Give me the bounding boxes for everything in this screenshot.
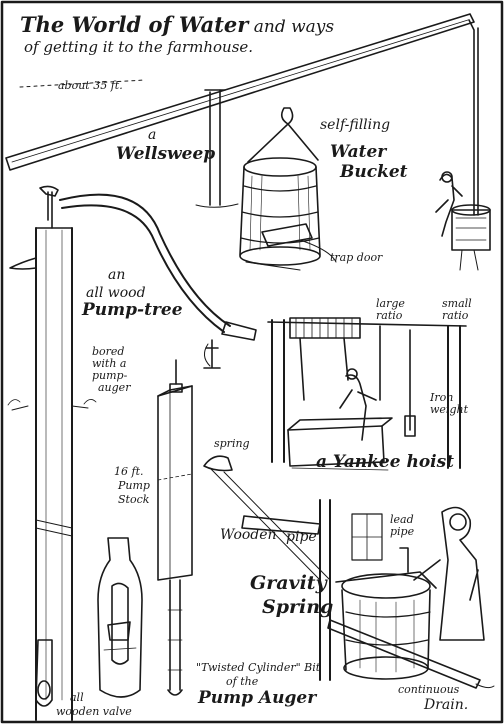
bored-line-2: with a — [92, 357, 127, 370]
wooden-label: Wooden — [220, 527, 277, 543]
stock-line-1: 16 ft. — [114, 465, 144, 478]
valve-line-1: all — [70, 691, 84, 704]
pump-auger-label: Pump Auger — [198, 688, 317, 708]
spring-small-label: spring — [214, 437, 250, 450]
bucket-label: Bucket — [340, 162, 408, 182]
all-wood-label: all wood — [86, 285, 146, 301]
pump-tree-drawing — [7, 185, 257, 721]
bored-line-1: bored — [92, 345, 125, 358]
water-bucket-drawing — [239, 107, 337, 271]
pipe-label: pipe — [286, 529, 317, 545]
drain-label: Drain. — [424, 697, 469, 713]
valve-line-2: wooden valve — [56, 705, 132, 718]
lead-pipe-2: pipe — [390, 525, 415, 538]
small-ratio-1: small — [442, 297, 472, 310]
twisted-bit-label: "Twisted Cylinder" Bit — [196, 661, 321, 674]
distance-label: about 35 ft. — [58, 79, 123, 92]
title-line-1: The World of Water and ways — [20, 12, 335, 37]
continuous-label: continuous — [398, 683, 460, 696]
yankee-hoist-drawing — [267, 317, 467, 471]
pump-tree-an: an — [108, 267, 126, 283]
bored-line-4: auger — [98, 381, 131, 394]
gravity-spring-drawing — [203, 455, 495, 689]
self-filling-label: self-filling — [320, 117, 391, 133]
twisted-cylinder-bit-drawing — [97, 537, 143, 698]
wellsweep-label: Wellsweep — [116, 144, 216, 164]
water-label: Water — [330, 142, 387, 162]
pump-auger-drawing — [157, 339, 221, 696]
iron-weight-2: weight — [430, 403, 468, 416]
large-ratio-2: ratio — [376, 309, 403, 322]
stock-line-2: Pump — [118, 479, 150, 492]
small-ratio-2: ratio — [442, 309, 469, 322]
of-the-label: of the — [226, 675, 259, 688]
stock-line-3: Stock — [118, 493, 150, 506]
wellsweep-a: a — [148, 127, 157, 143]
pump-tree-label: Pump-tree — [82, 300, 183, 320]
spring-label: Spring — [262, 596, 334, 618]
trap-door-label: trap door — [330, 251, 383, 264]
lead-pipe-1: lead — [390, 513, 414, 526]
bored-line-3: pump- — [92, 369, 128, 382]
large-ratio-1: large — [376, 297, 405, 310]
iron-weight-1: Iron — [430, 391, 454, 404]
gravity-label: Gravity — [250, 572, 327, 594]
title-line-2: of getting it to the farmhouse. — [24, 38, 254, 56]
wellsweep-drawing — [5, 13, 491, 271]
yankee-hoist-label: a Yankee hoist — [316, 452, 455, 472]
